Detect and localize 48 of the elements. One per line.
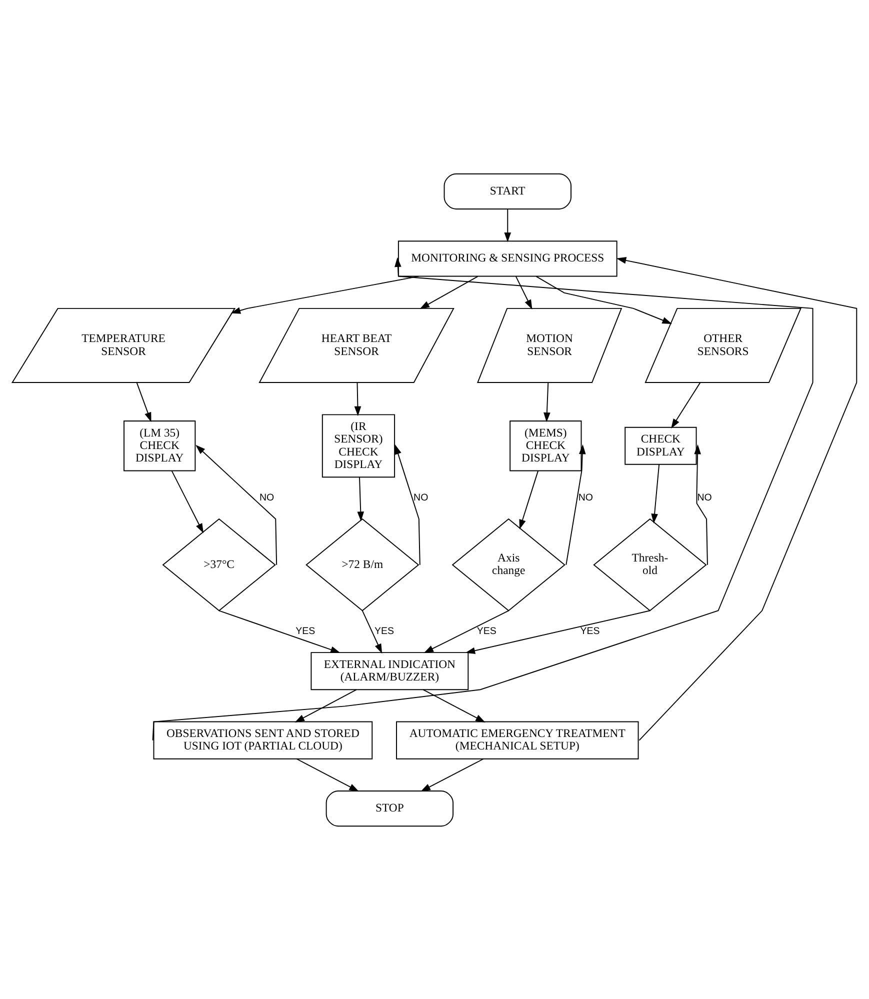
edge-label: NO [697,492,712,503]
arrow [465,610,650,654]
node-box: (IR SENSOR) CHECK DISPLAY [322,414,396,478]
arrow [230,275,420,314]
node-box: OBSERVATIONS SENT AND STORED USING IOT (PARTIAL CLOUD) [153,720,373,759]
arrow [519,470,539,529]
arrow [671,382,701,428]
arrow [694,444,708,565]
node-diamond: >37°C [162,518,276,611]
arrow [420,758,484,791]
arrow [504,208,512,242]
arrow [362,610,382,654]
edge-label: NO [260,492,274,503]
arrow [171,470,204,533]
node-box: STOP [326,790,454,826]
node-box: START [444,172,572,209]
arrow [357,476,364,521]
arrow [566,444,586,565]
edge-label: YES [580,626,600,637]
arrow [218,610,340,652]
arrow [420,275,478,309]
arrow [196,444,278,565]
arrow [422,688,486,722]
edge-label: YES [296,626,316,637]
arrow [294,688,357,722]
arrow [394,444,420,565]
node-box: AUTOMATIC EMERGENCY TREATMENT (MECHANICAL SETUP) [396,720,639,759]
edge-label: NO [414,492,428,503]
arrow [515,275,532,309]
arrow [152,256,814,740]
arrow [354,382,362,416]
edge-label: YES [476,626,496,637]
node-box: (MEMS) CHECK DISPLAY [510,420,582,471]
arrow [651,464,660,524]
edge-label: YES [374,626,394,637]
node-diamond: >72 B/m [306,518,420,611]
edge-label: NO [578,492,593,503]
arrow [536,275,672,324]
node-box: CHECK DISPLAY [624,426,697,464]
arrow [136,382,152,422]
arrow [296,758,359,791]
arrow [424,610,510,653]
node-diamond: Thresh- old [593,518,707,611]
node-box: (LM 35) CHECK DISPLAY [124,420,196,471]
arrow [616,256,858,740]
node-box: EXTERNAL INDICATION (ALARM/BUZZER) [310,652,469,690]
node-box: MONITORING & SENSING PROCESS [398,240,618,276]
arrow [544,382,550,422]
